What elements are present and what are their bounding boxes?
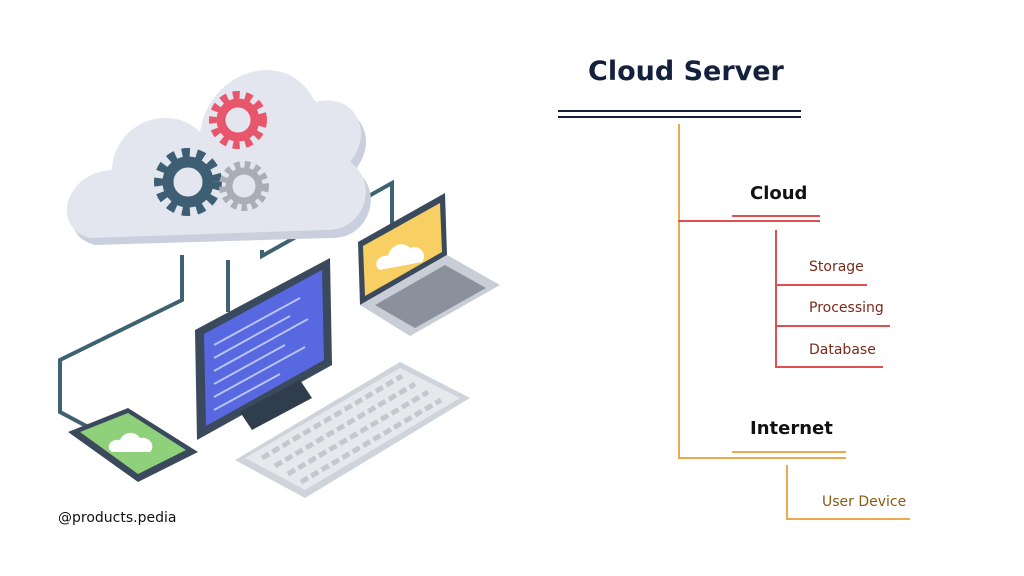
internet-subtrunk	[786, 465, 788, 520]
cloud-subtrunk	[775, 230, 777, 368]
trunk-line	[678, 124, 680, 459]
title-underline	[558, 110, 801, 112]
cloud-connector	[678, 220, 820, 222]
laptop-icon	[358, 193, 500, 336]
gear-pink-icon	[209, 91, 267, 149]
cloud-computing-illustration	[58, 70, 500, 498]
leaf-database: Database	[809, 342, 876, 358]
branch-internet-label: Internet	[750, 418, 833, 439]
leaf-storage: Storage	[809, 259, 864, 275]
internet-connector	[678, 457, 846, 459]
diagram-title: Cloud Server	[588, 56, 784, 87]
gear-gray-icon	[219, 161, 269, 211]
cloud-icon	[66, 70, 371, 245]
keyboard-icon	[235, 362, 470, 498]
tablet-icon	[68, 408, 198, 482]
tree-diagram: Cloud Server Cloud Storage Processing Da…	[520, 0, 1024, 576]
gear-teal-icon	[154, 148, 222, 216]
desktop-monitor-icon	[195, 258, 332, 440]
credit-handle: @products.pedia	[58, 510, 177, 526]
leaf-user-device: User Device	[822, 494, 907, 510]
leaf-processing: Processing	[809, 300, 884, 316]
branch-cloud-label: Cloud	[750, 183, 808, 204]
